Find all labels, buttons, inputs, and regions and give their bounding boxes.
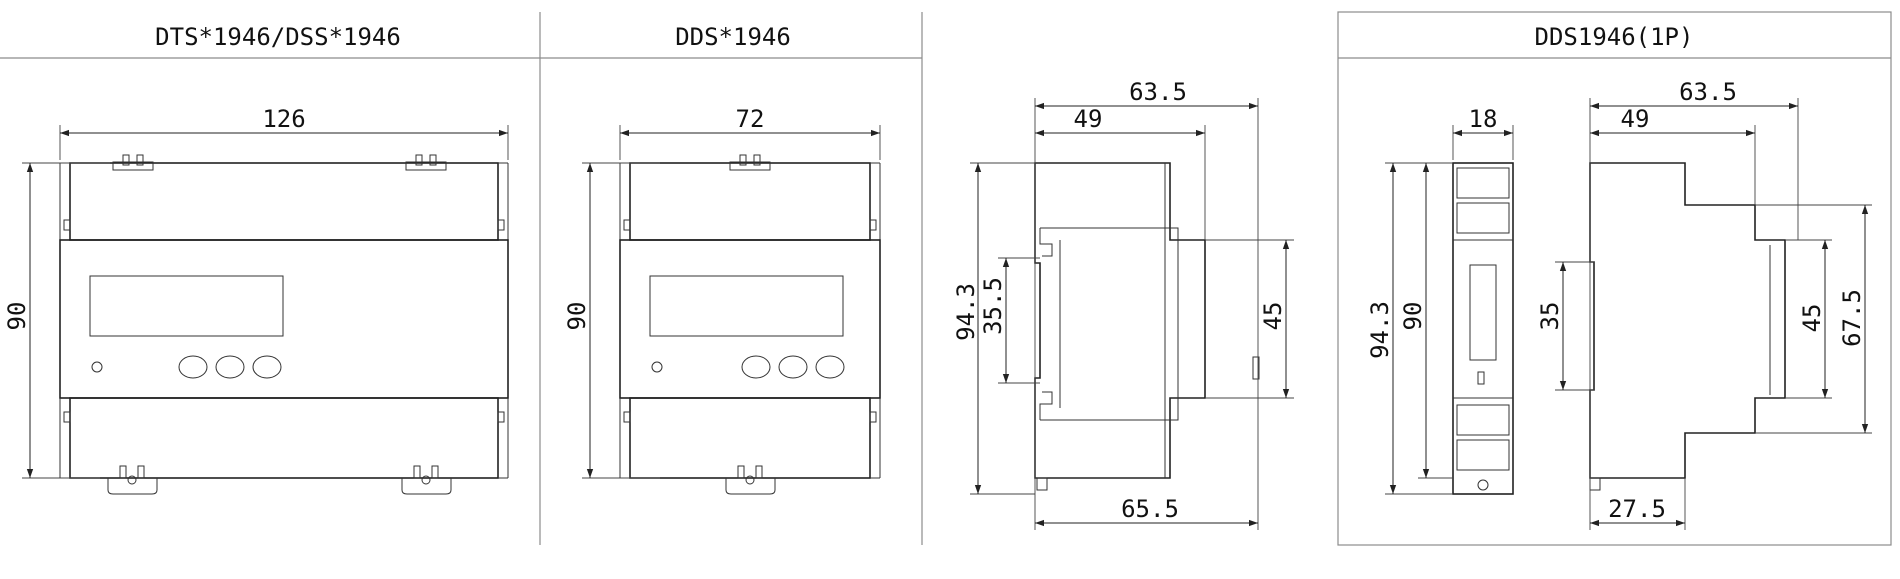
- panel4-depth-bottom-label: 27.5: [1608, 495, 1666, 523]
- panel4-dimensions: [1385, 98, 1872, 530]
- panel3-depth-overall-label: 63.5: [1129, 78, 1187, 106]
- panel3-height-overall-label: 94.3: [952, 283, 980, 341]
- panel1-height-label: 90: [3, 302, 31, 331]
- meter-front-view-3p: [59, 154, 509, 495]
- panel1-title: DTS*1946/DSS*1946: [155, 23, 401, 51]
- panel2-title: DDS*1946: [675, 23, 791, 51]
- panel2-dimensions: [582, 125, 881, 479]
- panel3-dimensions: [970, 98, 1294, 530]
- panel4-rail-height-label: 35: [1536, 302, 1564, 331]
- panel4-width-label: 18: [1469, 105, 1498, 133]
- meter-front-view-1p: [619, 154, 881, 495]
- panel4-depth-overall-label: 63.5: [1679, 78, 1737, 106]
- panel3-depth-bottom-label: 65.5: [1121, 495, 1179, 523]
- meter-side-view-slim: [1589, 162, 1786, 491]
- panel4-height-overall-label: 94.3: [1366, 301, 1394, 359]
- panel1-width-label: 126: [262, 105, 305, 133]
- panel3-step-height-label: 45: [1259, 302, 1287, 331]
- panel4-height-label: 90: [1399, 302, 1427, 331]
- panel-frames: [0, 11, 1892, 546]
- panel2-height-label: 90: [563, 302, 591, 331]
- panel4-title: DDS1946(1P): [1535, 23, 1694, 51]
- panel1-dimensions: [22, 125, 509, 479]
- panel3-depth-body-label: 49: [1074, 105, 1103, 133]
- panel2-width-label: 72: [736, 105, 765, 133]
- panel4-step-height-label: 45: [1798, 304, 1826, 333]
- meter-side-view-3p: [1034, 162, 1260, 491]
- panel3-rail-height-label: 35.5: [979, 277, 1007, 335]
- panel4-step-height2-label: 67.5: [1838, 289, 1866, 347]
- meter-front-view-slim: [1452, 162, 1514, 495]
- panel4-depth-body-label: 49: [1621, 105, 1650, 133]
